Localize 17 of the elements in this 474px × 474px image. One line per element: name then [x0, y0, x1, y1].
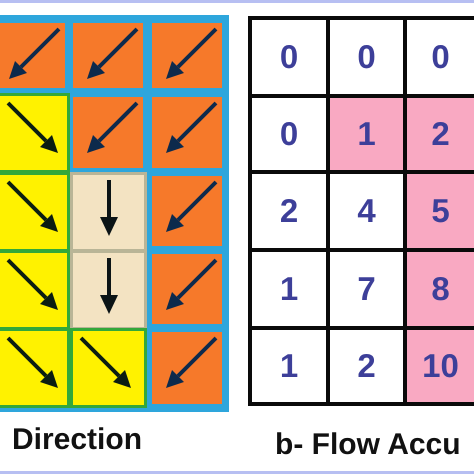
cell-value: 1	[280, 347, 298, 385]
cell-value: 1	[357, 115, 376, 153]
cell-value: 7	[357, 270, 376, 308]
cell-value: 5	[431, 192, 450, 230]
cell-value: 0	[280, 115, 298, 153]
cell-value: 2	[431, 115, 450, 153]
cell-value: 8	[431, 270, 450, 308]
cell-value: 0	[280, 38, 298, 76]
cell-value: 10	[422, 347, 459, 385]
cell-value: 4	[357, 192, 376, 230]
cell-value: 0	[431, 38, 450, 76]
panel-caption: b- Flow Accu	[275, 428, 461, 462]
cell-value: 2	[280, 192, 298, 230]
panel-caption: Direction	[12, 423, 142, 457]
cell-value: 0	[357, 38, 376, 76]
cell-value: 1	[280, 270, 298, 308]
cell-value: 2	[357, 347, 376, 385]
